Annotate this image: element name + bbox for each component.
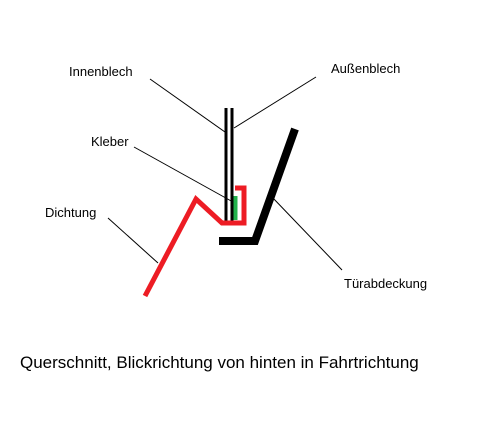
aussenblech-label: Außenblech — [331, 61, 400, 76]
tuerabdeckung-leader — [271, 196, 343, 271]
dichtung-label: Dichtung — [45, 205, 96, 220]
diagram-caption: Querschnitt, Blickrichtung von hinten in… — [20, 353, 419, 372]
kleber-strip — [233, 196, 238, 220]
innenblech-label: Innenblech — [69, 64, 133, 79]
aussenblech-leader — [233, 76, 317, 129]
tuerabdeckung-cover — [219, 127, 299, 245]
innenblech-leader — [149, 78, 226, 133]
dichtung-seal — [142, 185, 247, 298]
tuerabdeckung-label: Türabdeckung — [344, 276, 427, 291]
kleber-leader — [133, 146, 234, 203]
dichtung-leader — [107, 217, 159, 264]
kleber-label: Kleber — [91, 134, 129, 149]
